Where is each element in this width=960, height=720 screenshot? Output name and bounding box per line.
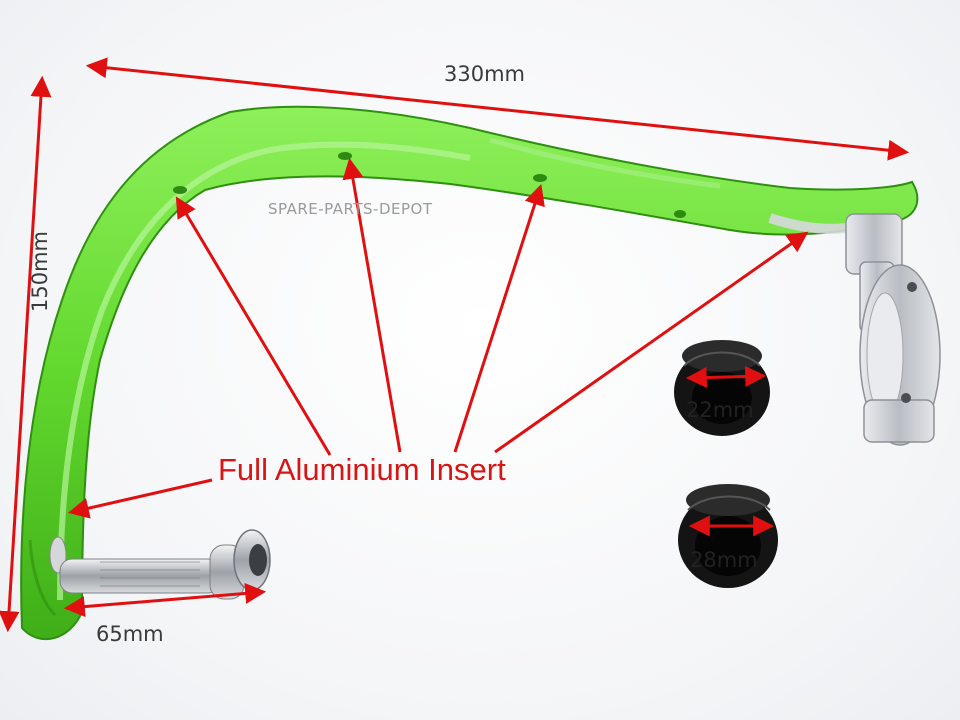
dimension-arrows — [0, 57, 910, 633]
height-dimension-label: 150mm — [28, 231, 52, 312]
clamp-28mm-label: 28mm — [690, 548, 758, 572]
bushing-28mm — [678, 484, 778, 588]
bar-clamp — [845, 213, 941, 446]
clamp-22mm-label: 22mm — [686, 398, 754, 422]
width-dimension-label: 330mm — [444, 62, 525, 86]
insert-caption: Full Aluminium Insert — [218, 452, 506, 487]
watermark: SPARE-PARTS-DEPOT — [268, 200, 433, 218]
insert-pointers — [67, 157, 809, 519]
bar-end-dimension-label: 65mm — [96, 622, 164, 646]
